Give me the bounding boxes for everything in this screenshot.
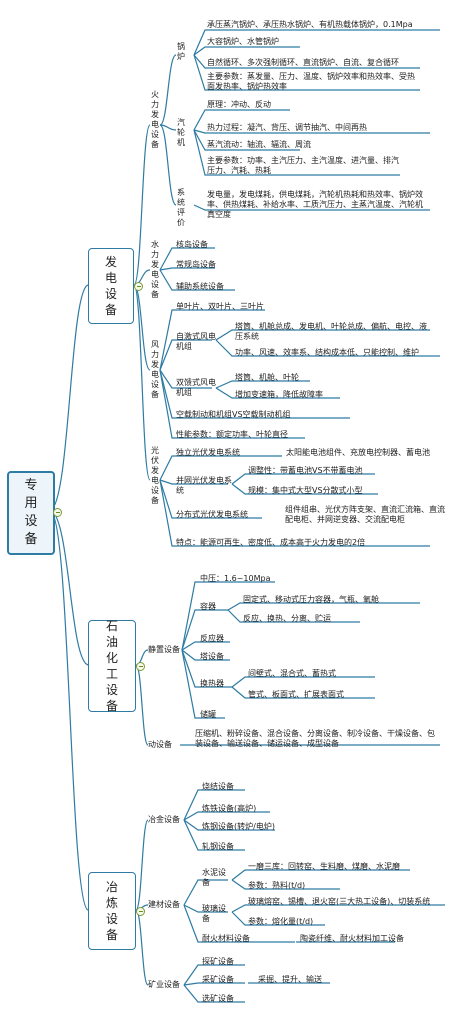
- node-boiler[interactable]: 锅炉: [177, 42, 185, 61]
- hydro-item: 常规岛设备: [176, 260, 216, 269]
- gridtied-item: 调整性：带蓄电池VS不带蓄电池: [248, 466, 363, 475]
- doublyfed-item: 塔筒、机舱、叶轮: [235, 373, 299, 382]
- solar-feature: 特点：能源可再生、密度低、成本高于火力发电的2倍: [176, 538, 366, 547]
- node-selfexcited[interactable]: 自激式风电机组: [176, 332, 216, 351]
- heatex-item: 管式、板面式、扩展表面式: [248, 690, 344, 699]
- node-tower[interactable]: 塔设备: [200, 652, 224, 661]
- node-solar[interactable]: 光伏发电设备: [151, 446, 159, 505]
- node-wind[interactable]: 风力发电设备: [151, 340, 159, 399]
- boiler-item: 承压蒸汽锅炉、承压热水锅炉、有机热载体锅炉，0.1Mpa: [207, 20, 413, 29]
- turbine-item: 原理：冲动、反动: [207, 100, 271, 109]
- mining-detail: 采掘、提升、输送: [258, 975, 322, 984]
- cement-item: 一磨三库：回转窑、生料磨、煤磨、水泥磨: [248, 862, 400, 871]
- collapse-icon[interactable]: [53, 508, 62, 517]
- node-refractory[interactable]: 耐火材料设备: [202, 934, 250, 943]
- heatex-item: 间壁式、混合式、蓄热式: [248, 669, 336, 678]
- node-turbine[interactable]: 汽轮机: [177, 118, 185, 147]
- node-doublyfed[interactable]: 双馈式风电机组: [176, 378, 216, 397]
- static-pressure: 中压：1.6~10Mpa: [200, 574, 271, 583]
- branch-metal[interactable]: 冶炼设备: [88, 872, 136, 950]
- vessel-item: 反应、换热、分离、贮运: [243, 614, 331, 623]
- hydro-item: 核岛设备: [176, 240, 208, 249]
- mining-item: 采矿设备: [202, 975, 234, 984]
- branch-power[interactable]: 发电设备: [88, 248, 134, 324]
- branch-petro[interactable]: 石油化工设备: [88, 619, 136, 713]
- turbine-item: 主要参数：功率、主汽压力、主汽温度、进汽量、排汽压力、汽耗、热耗: [207, 156, 399, 175]
- wind-item: 单叶片、双叶片、三叶片: [176, 302, 264, 311]
- vessel-item: 固定式、移动式压力容器，气瓶、氧舱: [243, 595, 379, 604]
- collapse-icon[interactable]: [136, 662, 145, 671]
- node-hydro[interactable]: 水力发电设备: [151, 240, 159, 299]
- doublyfed-item: 增加变速箱，降低故障率: [235, 390, 323, 399]
- root-node[interactable]: 专用设备: [7, 471, 55, 555]
- node-gridtied[interactable]: 并网光伏发电系统: [176, 476, 232, 495]
- mining-item: 探矿设备: [202, 957, 234, 966]
- cement-item: 参数：熟料(t/d): [248, 881, 306, 890]
- selfexcited-item: 功率、风速、效率系、结构成本低、只能控制、维护: [235, 348, 419, 357]
- collapse-icon[interactable]: [136, 907, 145, 916]
- node-building[interactable]: 建材设备: [148, 900, 180, 909]
- glass-item: 参数：熔化量(t/d): [248, 917, 314, 926]
- selfexcited-item: 塔筒、机舱总成、发电机、叶轮总成、偏航、电控、液压系统: [235, 322, 427, 341]
- smelt-item: 烧结设备: [202, 782, 234, 791]
- smelt-item: 炼钢设备(转炉/电炉): [202, 822, 275, 831]
- smelt-item: 炼铁设备(高炉): [202, 804, 257, 813]
- boiler-item: 主要参数：蒸发量、压力、温度、锅炉效率和热效率、受热面发热率、锅炉热效率: [207, 72, 415, 91]
- node-eval[interactable]: 系统评价: [177, 188, 185, 227]
- branch-metal-label: 冶炼设备: [105, 880, 118, 942]
- node-distributed[interactable]: 分布式光伏发电系统: [176, 510, 248, 519]
- smelt-item: 轧钢设备: [202, 842, 234, 851]
- node-static[interactable]: 静置设备: [148, 645, 180, 654]
- distributed-detail: 组件组串、光伏方阵支架、直流汇流箱、直流配电柜、并网逆变器、交流配电柜: [285, 505, 445, 524]
- node-offgrid[interactable]: 独立光伏发电系统: [176, 448, 240, 457]
- branch-petro-label: 石油化工设备: [105, 619, 118, 713]
- turbine-item: 蒸汽流动：轴流、辐流、周流: [207, 140, 311, 149]
- node-glass[interactable]: 玻璃设备: [202, 904, 226, 923]
- gridtied-item: 规模：集中式大型VS分散式小型: [248, 486, 363, 495]
- node-smelt[interactable]: 冶金设备: [148, 815, 180, 824]
- boiler-item: 自然循环、多次强制循环、直流锅炉、自流、复合循环: [207, 58, 399, 67]
- node-reactor[interactable]: 反应器: [200, 634, 224, 643]
- dynamic-detail: 压缩机、粉碎设备、混合设备、分离设备、制冷设备、干燥设备、包装设备、输送设备、储…: [195, 729, 435, 748]
- node-vessel[interactable]: 容器: [200, 602, 216, 611]
- eval-item: 发电量，发电煤耗，供电煤耗，汽轮机热耗和热效率、锅炉效率、供热煤耗、补给水率、工…: [207, 190, 423, 219]
- node-heatex[interactable]: 换热器: [200, 679, 224, 688]
- node-mining[interactable]: 矿业设备: [148, 980, 180, 989]
- node-thermal[interactable]: 火力发电设备: [151, 90, 159, 149]
- branch-power-label: 发电设备: [104, 255, 117, 317]
- refractory-detail: 陶瓷纤维、耐火材料加工设备: [300, 934, 404, 943]
- mining-item: 选矿设备: [202, 994, 234, 1003]
- root-label: 专用设备: [24, 478, 38, 547]
- boiler-item: 大容锅炉、水管锅炉: [207, 37, 279, 46]
- glass-item: 玻璃熔窑、锡槽、退火窑(三大热工设备)、切装系统: [248, 897, 431, 906]
- offgrid-detail: 太阳能电池组件、充放电控制器、蓄电池: [286, 448, 430, 457]
- wind-item: 空载制动和机组VS空载制动机组: [176, 410, 291, 419]
- node-cement[interactable]: 水泥设备: [202, 868, 226, 887]
- node-storage[interactable]: 储罐: [200, 710, 216, 719]
- turbine-item: 热力过程：凝汽、背压、调节抽汽、中间再热: [207, 123, 367, 132]
- collapse-icon[interactable]: [134, 282, 143, 291]
- wind-item: 性能参数：额定功率、叶轮直径: [176, 430, 288, 439]
- hydro-item: 辅助系统设备: [176, 282, 224, 291]
- node-dynamic[interactable]: 动设备: [148, 740, 172, 749]
